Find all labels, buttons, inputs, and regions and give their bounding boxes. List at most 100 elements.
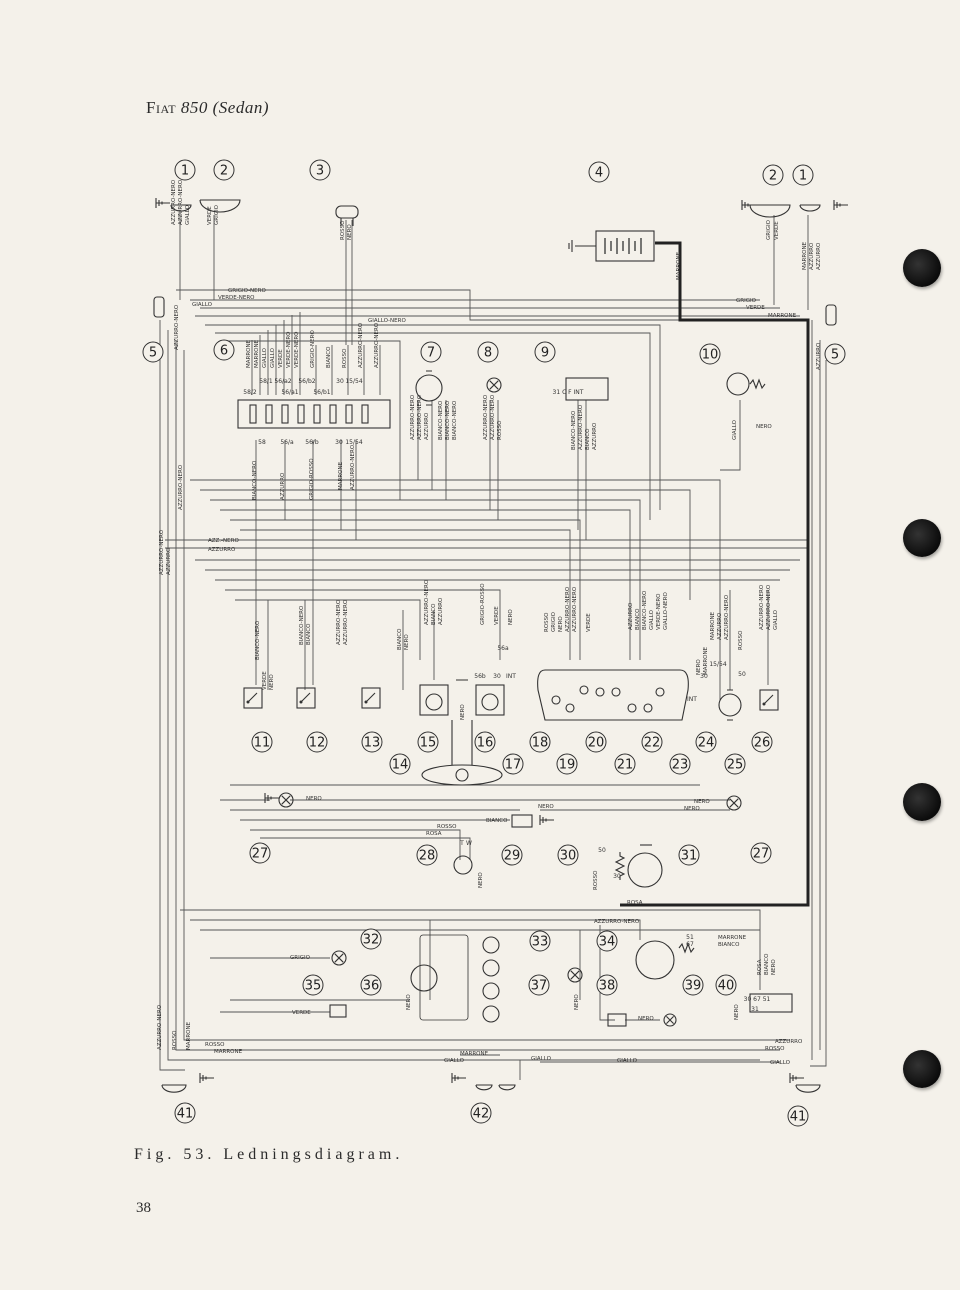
callout-27: 27: [249, 842, 271, 864]
callout-2: 2: [762, 164, 784, 186]
callout-32: 32: [360, 928, 382, 950]
wire-label: AZZURRO-NERO: [594, 919, 640, 925]
wire-label: NERO: [306, 796, 322, 802]
wire-label: VERDE-NERO: [656, 593, 662, 630]
ground-symbol: [199, 1073, 214, 1083]
switch-13: [361, 687, 381, 709]
wire-label: ROSA: [426, 831, 442, 837]
wire-label: ROSSO: [340, 220, 346, 240]
brake-switch: [511, 814, 533, 828]
punch-hole-3: [903, 783, 941, 821]
wire-left-trunk-c: [175, 340, 780, 1051]
wire-label: VERDE-NERO: [218, 295, 255, 301]
headlamp-left: [199, 199, 241, 213]
callout-number: 5: [149, 346, 157, 361]
plate-lamp-right: [498, 1084, 516, 1091]
callout-10: 10: [699, 343, 721, 365]
wire-label: GRIGIO: [766, 219, 772, 240]
ground-symbol: [741, 200, 756, 210]
terminal-label: 56/a2: [274, 378, 291, 385]
callout-4: 4: [588, 161, 610, 183]
wire-label: GIALLO: [649, 609, 655, 630]
wire-label: AZZURRO-NERO: [374, 322, 380, 368]
wire-label: GRIGIO: [214, 204, 220, 225]
wire-label: NERO: [508, 609, 514, 625]
wire-low-9: [190, 919, 641, 940]
terminal-label: 15/54: [709, 661, 726, 668]
callout-33: 33: [529, 930, 551, 952]
callout-number: 20: [588, 736, 605, 751]
wire-label: NERO: [538, 804, 554, 810]
ground-symbol: [833, 200, 848, 210]
wire-label: BIANCO-NERO: [299, 605, 305, 645]
wire-label: GIALLO-NERO: [663, 592, 669, 630]
wire-label: NERO: [406, 994, 412, 1010]
wire-label: BIANCO-NERO: [571, 410, 577, 450]
callout-number: 39: [685, 979, 702, 994]
callout-number: 8: [484, 346, 492, 361]
ground-symbol: [264, 793, 279, 803]
callout-9: 9: [534, 341, 556, 363]
wire-label: MARRONE: [718, 935, 747, 941]
wire-label: GRIGIO: [551, 611, 557, 632]
callout-31: 31: [678, 844, 700, 866]
callout-6: 6: [213, 339, 235, 361]
callout-number: 31: [681, 849, 698, 864]
terminal-label: 30: [335, 439, 343, 446]
wire-bundle: [159, 210, 827, 1080]
terminal-label: 56/a: [280, 439, 294, 446]
punch-hole-2: [903, 519, 941, 557]
callout-number: 35: [305, 979, 322, 994]
headlamp-right: [749, 204, 791, 218]
wire-mid-13: [235, 599, 421, 660]
starter-switch: [718, 689, 742, 721]
wire-label: GRIGIO: [290, 955, 311, 961]
callout-number: 26: [754, 736, 771, 751]
callout-7: 7: [420, 341, 442, 363]
side-lamp-left: [170, 204, 192, 212]
wire-label: BIANCO: [635, 608, 641, 630]
side-repeater-left: [153, 296, 165, 318]
callout-number: 6: [220, 344, 228, 359]
wire-label: GIALLO: [531, 1056, 552, 1062]
wire-label: NERO: [756, 424, 772, 430]
callout-35: 35: [302, 974, 324, 996]
courtesy-lamp-right: [726, 795, 742, 811]
wire-label: VERDE-NERO: [286, 331, 292, 368]
callout-number: 42: [473, 1107, 490, 1122]
page-number: 38: [136, 1200, 151, 1216]
wire-label: AZZURRO-NERO: [343, 599, 349, 645]
callout-number: 12: [309, 736, 326, 751]
wire-label: AZZURRO-NERO: [350, 444, 356, 490]
wire-label: AZZURRO: [424, 412, 430, 440]
callout-number: 14: [392, 758, 409, 773]
wire-label: AZZURRO-NERO: [358, 322, 364, 368]
callout-number: 9: [541, 346, 549, 361]
terminal-label: 56a: [497, 645, 509, 652]
wire-label: GRIGIO-NERO: [310, 330, 316, 368]
wire-label: GIALLO: [617, 1058, 638, 1064]
callout-number: 1: [799, 169, 807, 184]
wire-label: GIALLO: [444, 1058, 465, 1064]
wire-label: NERO: [684, 806, 700, 812]
spark-plug-3: [482, 959, 500, 977]
wire-label: GIALLO-NERO: [368, 318, 406, 324]
terminal-label: 50: [738, 671, 746, 678]
figure-caption: Fig. 53. Ledningsdiagram.: [134, 1146, 404, 1163]
wire-mid-3: [190, 479, 721, 700]
ground-symbol: [539, 815, 554, 825]
voltage-regulator: [614, 852, 626, 880]
wire-label: GIALLO: [185, 204, 191, 225]
callout-number: 19: [559, 758, 576, 773]
spark-plug-2: [482, 982, 500, 1000]
callout-number: 11: [254, 736, 271, 751]
switch-12: [296, 687, 316, 709]
wire-label: NERO: [696, 659, 702, 675]
callout-number: 28: [419, 849, 436, 864]
callout-26: 26: [751, 731, 773, 753]
terminal-label: 31: [751, 1006, 759, 1013]
wire-left-trunk-d: [183, 350, 790, 1041]
wire-mid-7: [230, 519, 581, 660]
wire-label: BIANCO-NERO: [255, 620, 261, 660]
ground-symbol: [155, 198, 170, 208]
